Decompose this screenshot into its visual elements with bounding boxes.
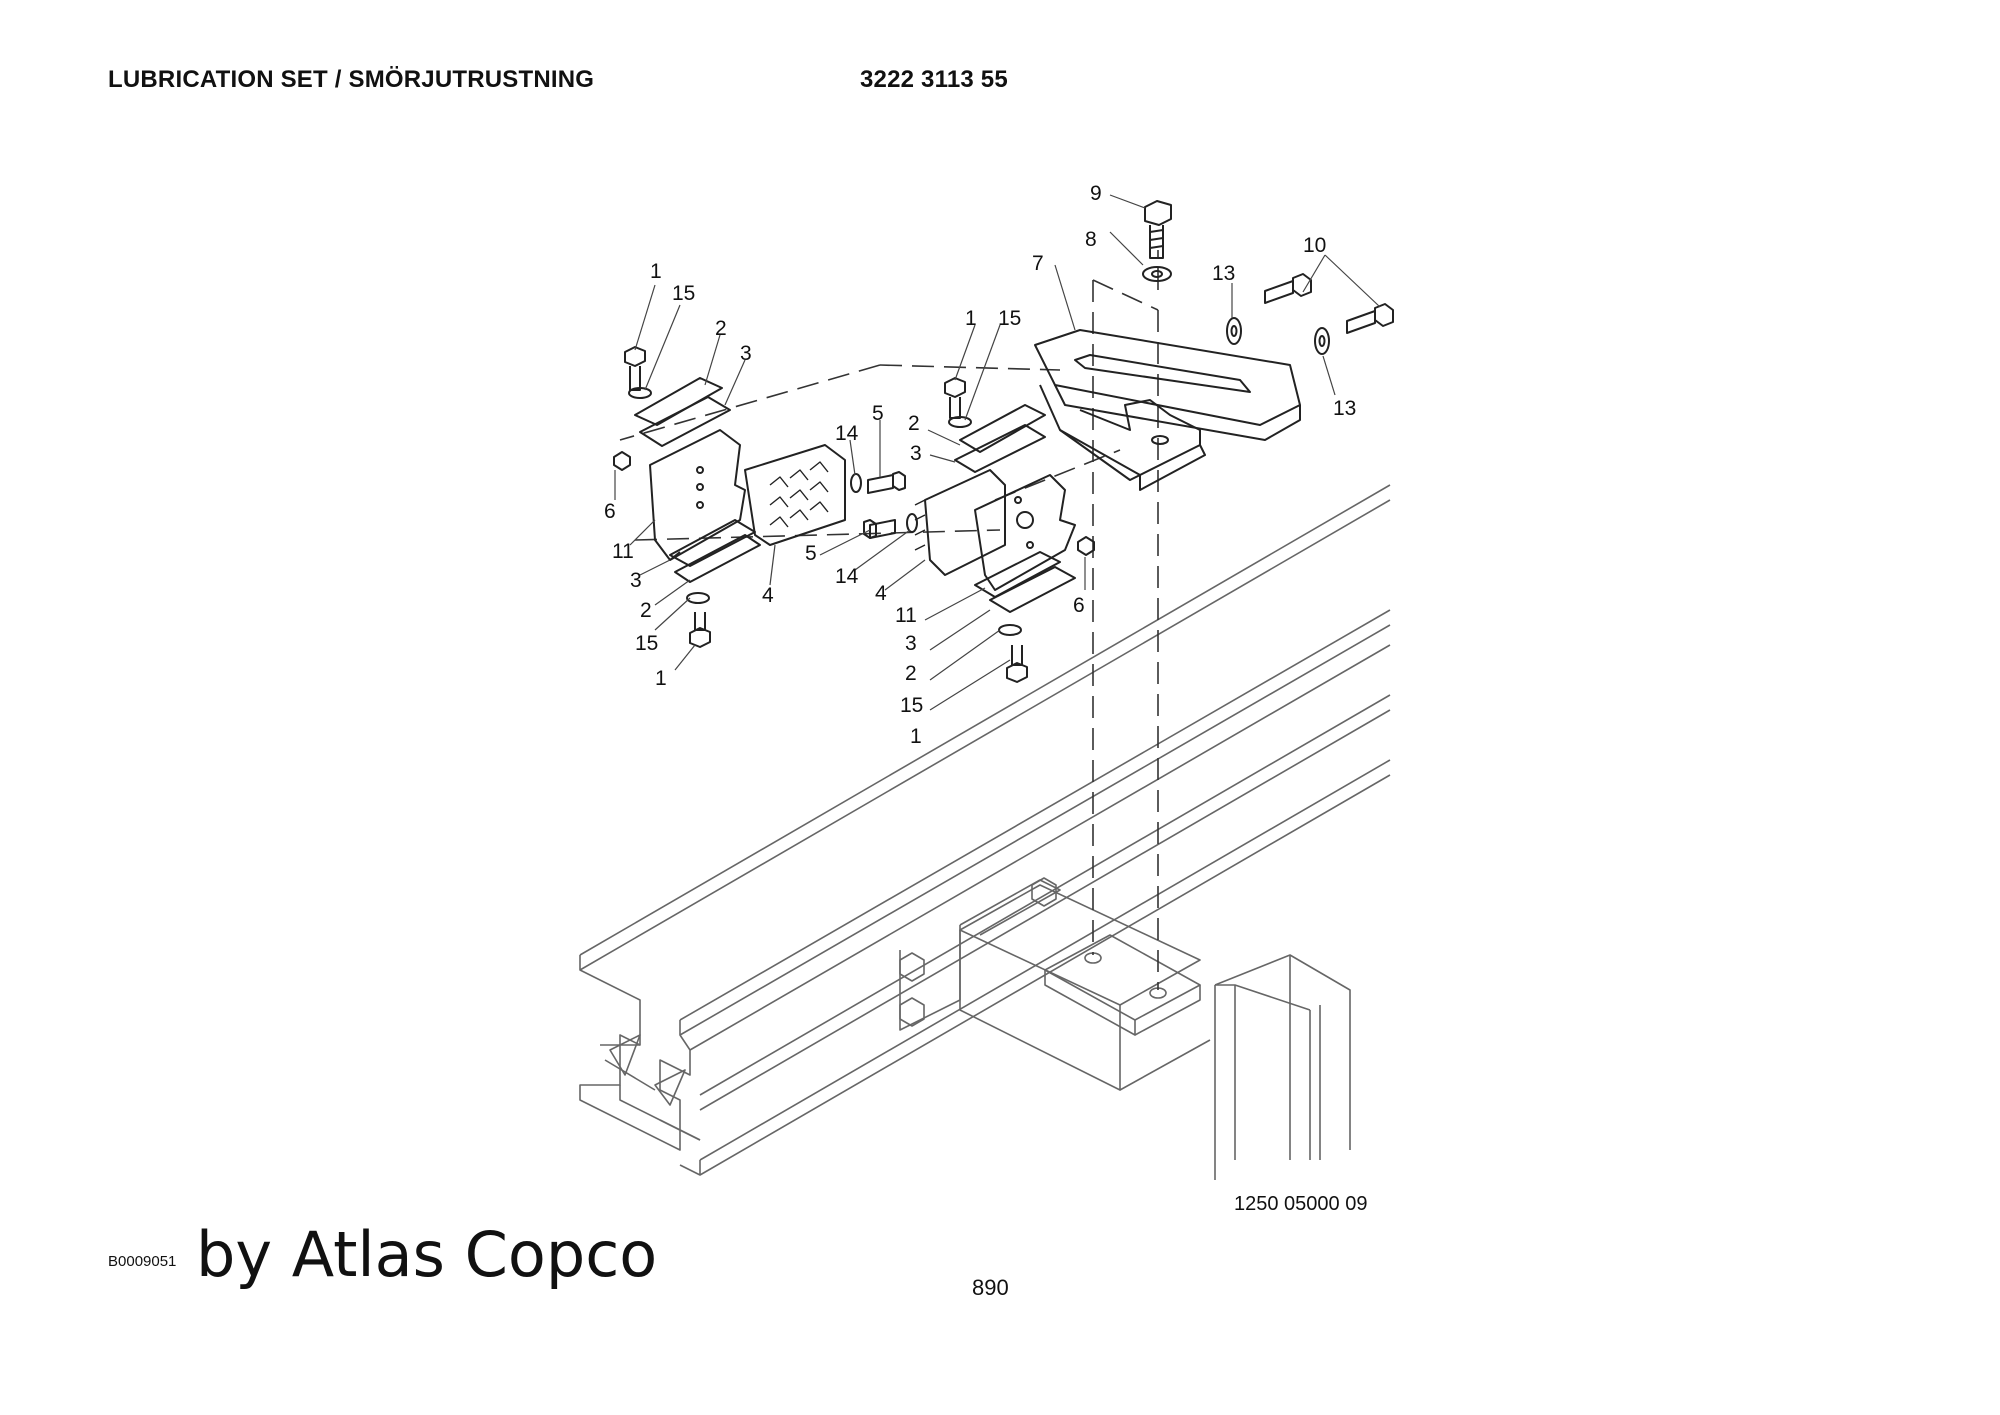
drawing-number: 1250 05000 09: [1234, 1193, 1368, 1215]
callout-label: 3: [905, 632, 917, 655]
callout-label: 11: [612, 540, 634, 563]
callout-label: 6: [604, 500, 616, 523]
callout-label: 10: [1303, 234, 1326, 257]
callout-labels: 1 15 2 3 6 11 3 2 15 1 4 14 5 5 14 4 1 1…: [604, 182, 1356, 748]
washer-8: [1142, 266, 1172, 282]
callout-label: 1: [655, 667, 667, 690]
callout-label: 1: [910, 725, 922, 748]
callout-label: 1: [965, 307, 977, 330]
bolt-9: [1144, 200, 1172, 259]
callout-label: 2: [715, 317, 727, 340]
washer-13b: [1314, 327, 1330, 355]
callout-label: 3: [910, 442, 922, 465]
right-brush-assembly: [914, 377, 1095, 683]
callout-label: 1: [650, 260, 662, 283]
callout-label: 13: [1333, 397, 1356, 420]
callout-label: 15: [635, 632, 658, 655]
callout-label: 14: [835, 565, 859, 588]
part-number: 3222 3113 55: [860, 66, 1008, 93]
callout-label: 4: [762, 584, 774, 607]
callout-label: 2: [640, 599, 652, 622]
callout-label: 4: [875, 582, 887, 605]
callout-label: 8: [1085, 228, 1097, 251]
callout-label: 15: [998, 307, 1021, 330]
callout-label: 7: [1032, 252, 1044, 275]
callout-label: 15: [900, 694, 923, 717]
rail-beam: [579, 484, 1391, 1180]
callout-label: 9: [1090, 182, 1102, 205]
callout-label: 2: [908, 412, 920, 435]
callout-label: 15: [672, 282, 695, 305]
callout-label: 2: [905, 662, 917, 685]
callout-label: 14: [835, 422, 859, 445]
callout-label: 5: [872, 402, 884, 425]
callout-label: 6: [1073, 594, 1085, 617]
leader-lines: [614, 194, 1381, 711]
callout-label: 3: [630, 569, 642, 592]
page-title: LUBRICATION SET / SMÖRJUTRUSTNING: [108, 66, 595, 93]
bolt-10b: [1346, 303, 1394, 334]
bracket-7: [1034, 329, 1301, 491]
callout-label: 5: [805, 542, 817, 565]
document-code: B0009051: [108, 1253, 177, 1270]
callout-label: 13: [1212, 262, 1235, 285]
callout-label: 3: [740, 342, 752, 365]
left-brush-assembly: [613, 346, 918, 648]
bolt-10a: [1264, 273, 1312, 304]
washer-13a: [1226, 317, 1242, 345]
page-number: 890: [972, 1275, 1009, 1300]
callout-label: 11: [895, 604, 917, 627]
brand-text: by Atlas Copco: [196, 1218, 658, 1291]
